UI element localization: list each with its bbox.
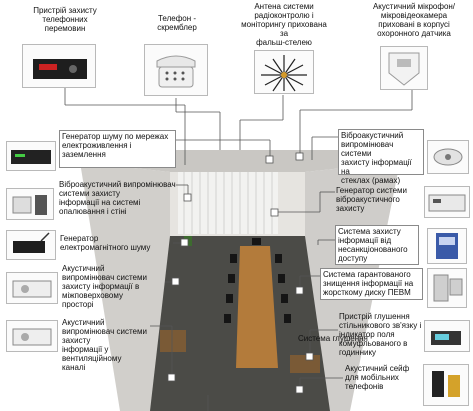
noise-generator-icon (11, 150, 51, 164)
label-scrambler: Телефон - скремблер (157, 14, 197, 32)
glass-emitter-icon (433, 148, 463, 166)
left-wall (80, 162, 170, 411)
label-unauth-access: Система захисту інформації від несанкціо… (335, 225, 419, 265)
label-disk-erase: Система гарантованого знищення інформаці… (320, 268, 423, 300)
vibro-floor-photo (6, 272, 58, 304)
label-vibro-heating: Віброакустичний випромінювач системи зах… (59, 180, 176, 216)
conference-table (236, 246, 278, 368)
label-phone-protect: Пристрій захисту телефонних перемовин (33, 6, 97, 33)
security-sensor-photo (380, 46, 428, 90)
floor-emitter-icon (12, 280, 52, 298)
vibro-gen-photo (424, 186, 470, 218)
label-safe-phones: Акустичний сейф для мобільних телефонів (345, 364, 410, 391)
label-vibro-gen: Генератор системи віброакустичного захис… (336, 186, 407, 213)
label-vibro-floor: Акустичний випромінювач системи захисту … (62, 264, 147, 309)
phone-protect-device-icon (33, 59, 87, 79)
sideboard (160, 330, 186, 352)
em-noise-gen-photo (6, 230, 56, 260)
label-noise-gen-power: Генератор шуму по мережах електроживленн… (59, 130, 176, 168)
vibro-vent-photo (6, 320, 58, 352)
line-suppress-photo (424, 320, 470, 352)
label-acoustic-mic: Акустичний мікрофон/ мікровідеокамера пр… (372, 2, 456, 38)
software-box-icon (436, 233, 458, 259)
chairs (224, 238, 291, 323)
vibro-generator-icon (428, 194, 466, 212)
vibro-glass-photo (427, 140, 469, 174)
computer-icon (433, 274, 463, 302)
disk-erase-photo (427, 268, 467, 308)
vibro-heating-photo (6, 188, 54, 220)
motion-sensor-icon (388, 52, 420, 86)
label-line-suppress: Пристрій глушення стільникового зв'язку … (339, 312, 422, 357)
scrambler-phone-photo (144, 44, 208, 96)
antenna-icon (261, 55, 307, 92)
safe-phones-photo (423, 364, 469, 406)
noise-gen-power-photo (6, 141, 56, 171)
label-silencer: Система глушення (298, 334, 368, 343)
label-vibro-glass: Віброакустичний випромінювач системи зах… (338, 129, 424, 185)
label-em-noise-gen: Генератор електромагнітного шуму (60, 234, 151, 252)
telephone-icon (156, 55, 196, 88)
curtains (178, 172, 278, 234)
label-antenna: Антена системи радіоконтролю і моніторин… (241, 2, 327, 47)
vent-emitter-icon (12, 328, 52, 346)
phone-safe-icon (432, 371, 460, 397)
em-generator-icon (13, 232, 50, 253)
unauth-access-photo (427, 228, 467, 264)
phone-protect-device-photo (22, 44, 96, 88)
label-vibro-vent: Акустичний випромінювач системи захисту … (62, 318, 147, 372)
antenna-photo (254, 50, 314, 94)
jammer-clock-icon (431, 331, 461, 345)
vibro-emitter-icon (12, 195, 47, 215)
